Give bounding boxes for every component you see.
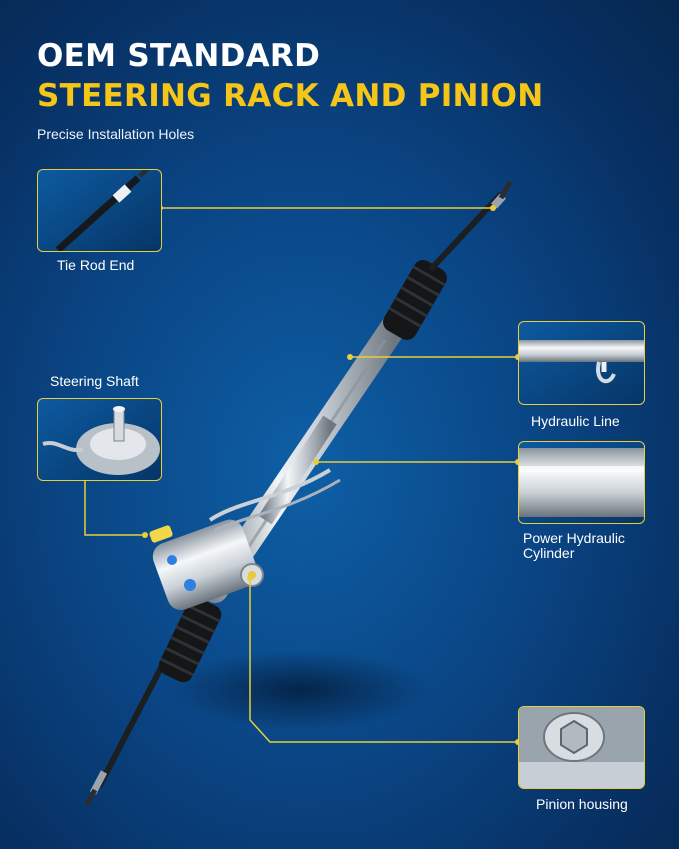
- inset-pinion-housing: [518, 706, 645, 789]
- inset-power-hydraulic-cylinder: [518, 441, 645, 524]
- upper-boot: [383, 260, 447, 340]
- inset-hydraulic-line: [518, 321, 645, 405]
- upper-tie-rod: [429, 180, 513, 271]
- label-cylinder-line1: Power Hydraulic: [523, 530, 625, 546]
- cylinder-detail: [519, 448, 644, 517]
- rack-shadow: [170, 650, 430, 730]
- label-power-hydraulic-cylinder: Power Hydraulic Cylinder: [523, 531, 625, 561]
- label-cylinder-line2: Cylinder: [523, 545, 575, 561]
- headline-steering-rack: STEERING RACK AND PINION: [37, 78, 544, 114]
- pinion-housing-detail: [519, 707, 644, 788]
- callout-line-pinion: [249, 578, 518, 743]
- steering-shaft-detail: [42, 406, 160, 475]
- label-pinion-housing: Pinion housing: [536, 796, 628, 812]
- tie-rod-end-detail: [55, 170, 150, 251]
- hydraulic-line-detail: [519, 340, 644, 384]
- label-tie-rod-end: Tie Rod End: [57, 257, 135, 273]
- inset-steering-shaft: [37, 398, 162, 481]
- subtitle-installation-holes: Precise Installation Holes: [37, 126, 195, 142]
- pinion-housing-body: [149, 468, 341, 611]
- label-steering-shaft: Steering Shaft: [50, 373, 139, 389]
- label-hydraulic-line: Hydraulic Line: [531, 413, 620, 429]
- lower-boot: [158, 597, 222, 683]
- headline-oem-standard: OEM STANDARD: [37, 38, 321, 74]
- callout-line-steering-shaft: [84, 478, 145, 536]
- callout-lines: [84, 207, 518, 743]
- inset-tie-rod-end: [37, 169, 162, 252]
- lower-tie-rod: [83, 657, 168, 807]
